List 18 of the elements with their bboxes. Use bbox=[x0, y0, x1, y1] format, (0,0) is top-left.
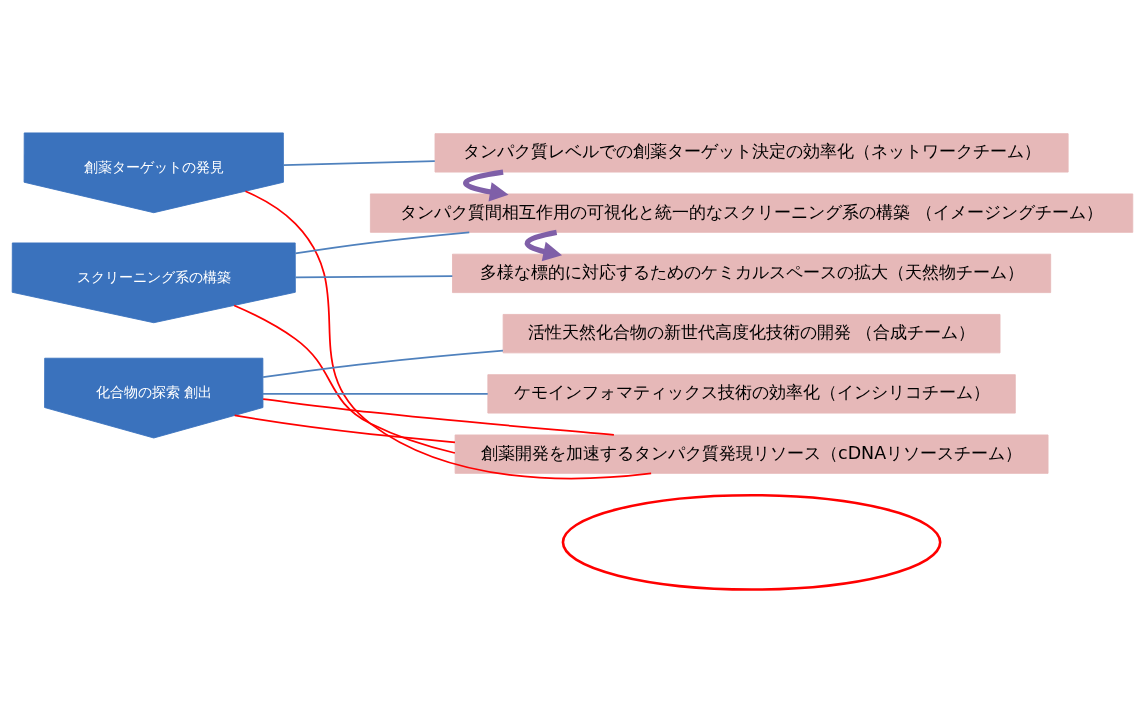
node-box: タンパク質間相互作用の可視化と統一的なスクリーニング系の構築 （イメージングチーム） bbox=[369, 193, 1134, 233]
node-box: ケモインフォマティックス技術の効率化（インシリコチーム） bbox=[487, 373, 1016, 414]
connector bbox=[262, 349, 504, 378]
connector bbox=[262, 397, 615, 436]
connector bbox=[294, 274, 454, 278]
connector bbox=[262, 392, 489, 395]
connector bbox=[244, 189, 653, 479]
connector bbox=[233, 414, 456, 443]
node-box: 活性天然化合物の新世代高度化技術の開発 （合成チーム） bbox=[502, 313, 1001, 353]
connector bbox=[294, 230, 471, 254]
connector bbox=[233, 304, 456, 454]
connector bbox=[282, 159, 436, 166]
node-box: 多様な標的に対応するためのケミカルスペースの拡大（天然物チーム） bbox=[452, 253, 1052, 293]
arrow bbox=[524, 229, 563, 261]
node-box: 創薬開発を加速するタンパク質発現リソース（cDNAリソースチーム） bbox=[454, 434, 1049, 474]
node-ellipse bbox=[561, 493, 942, 591]
node-box: タンパク質レベルでの創薬ターゲット決定の効率化（ネットワークチーム） bbox=[434, 132, 1069, 173]
arrow bbox=[463, 169, 509, 202]
